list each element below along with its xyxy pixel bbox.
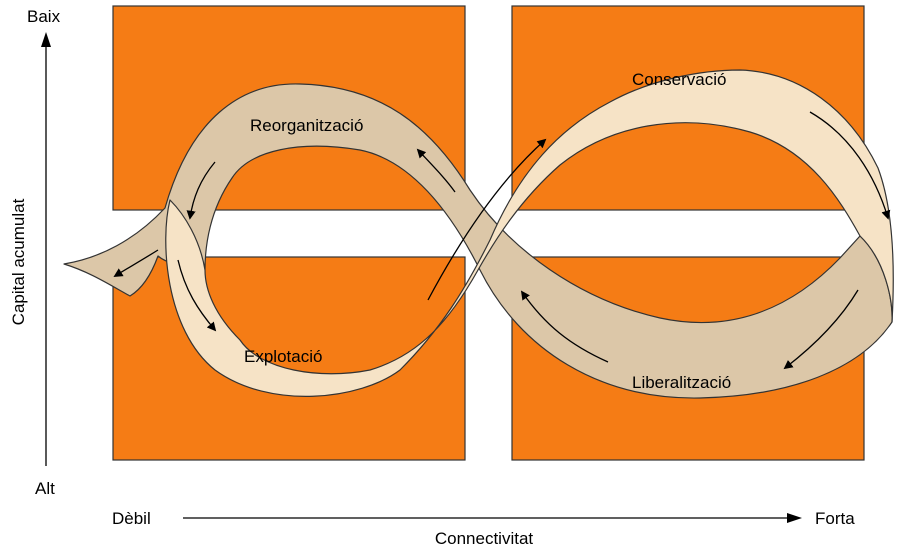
- band-back-loop: [63, 83, 893, 399]
- y-axis-arrowhead: [41, 32, 51, 47]
- y-axis-top-label: Baix: [27, 7, 61, 26]
- arrow-release-2: [520, 290, 609, 363]
- arrow-exploitation-rise: [427, 138, 547, 301]
- y-axis-title: Capital acumulat: [9, 198, 28, 325]
- x-axis: Dèbil Forta Connectivitat: [112, 509, 855, 548]
- label-release: Liberalització: [632, 373, 731, 392]
- y-axis: Baix Alt Capital acumulat: [9, 7, 61, 498]
- x-axis-title: Connectivitat: [435, 529, 534, 548]
- arrow-out-left: [113, 249, 159, 277]
- adaptive-cycle-band: [63, 69, 894, 399]
- label-conservation: Conservació: [632, 70, 727, 89]
- flow-arrows: [113, 111, 891, 370]
- arrow-conservation: [809, 111, 891, 220]
- x-axis-right-label: Forta: [815, 509, 855, 528]
- x-axis-arrowhead: [787, 513, 802, 523]
- label-exploitation: Explotació: [244, 347, 322, 366]
- arrow-reorganization-1: [186, 161, 216, 220]
- arrow-reorganization-2: [416, 148, 456, 193]
- band-front-loop: [165, 69, 894, 397]
- x-axis-left-label: Dèbil: [112, 509, 151, 528]
- arrow-release-1: [783, 289, 859, 370]
- label-reorganization: Reorganització: [250, 116, 363, 135]
- arrow-exploitation: [177, 259, 217, 332]
- y-axis-bottom-label: Alt: [35, 479, 55, 498]
